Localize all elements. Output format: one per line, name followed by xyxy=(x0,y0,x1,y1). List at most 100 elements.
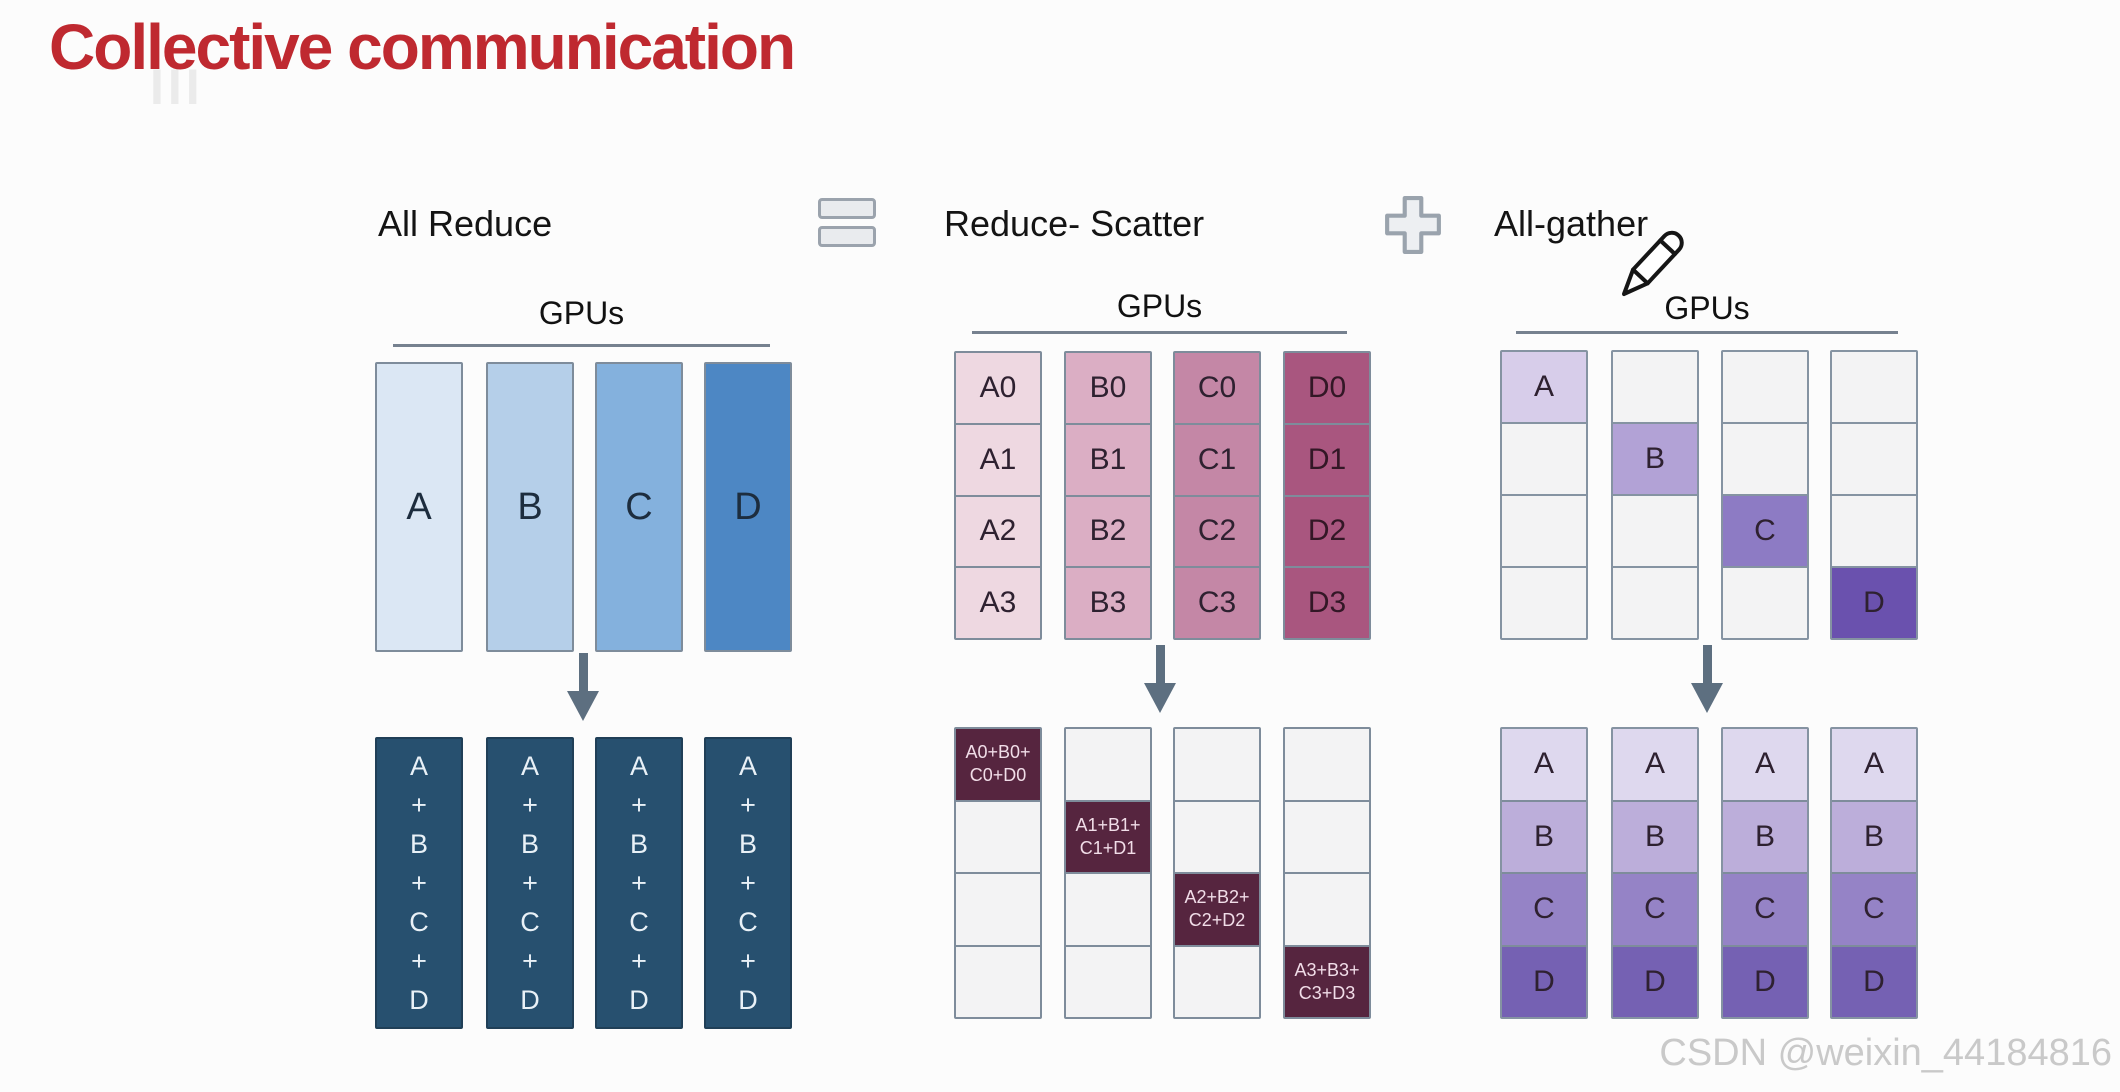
allreduce-gpu-c: C xyxy=(595,362,683,652)
grid-cell: B xyxy=(1723,799,1807,872)
grid-cell: D0 xyxy=(1307,370,1347,404)
grid-cell: C xyxy=(1613,872,1697,945)
empty-cell xyxy=(1175,729,1259,800)
reducescatter-col-d: D0 D1 D2 D3 xyxy=(1283,351,1371,640)
grid-cell: A xyxy=(1502,352,1586,422)
reducescatter-result-col0: A0+B0+ C0+D0 xyxy=(954,727,1042,1019)
equals-bar-top xyxy=(818,198,876,219)
empty-cell xyxy=(1175,799,1259,872)
empty-cell xyxy=(1723,566,1807,638)
empty-cell xyxy=(956,944,1040,1017)
reducescatter-col-c: C0 C1 C2 C3 xyxy=(1173,351,1261,640)
allreduce-sum-gpu3: A + B + C + D xyxy=(704,737,792,1029)
allreduce-gpu-d: D xyxy=(704,362,792,652)
grid-cell: D xyxy=(1832,566,1916,638)
grid-cell: C3 xyxy=(1175,566,1259,638)
allgather-bottom-col3: A B C D xyxy=(1830,727,1918,1019)
grid-cell: B xyxy=(1613,422,1697,494)
result-cell: A0+B0+ C0+D0 xyxy=(956,729,1040,800)
allreduce-sum-gpu1: A + B + C + D xyxy=(486,737,574,1029)
grid-cell: A xyxy=(1832,729,1916,800)
page-title: Collective communication xyxy=(49,11,796,83)
allgather-top-col1: B xyxy=(1611,350,1699,640)
grid-cell: C1 xyxy=(1175,422,1259,495)
gpus-header-allgather: GPUs xyxy=(1664,290,1750,326)
empty-cell xyxy=(1723,422,1807,494)
down-arrow-icon xyxy=(567,653,599,721)
empty-cell xyxy=(1066,944,1150,1017)
empty-cell xyxy=(1285,872,1369,945)
empty-cell xyxy=(1832,352,1916,422)
empty-cell xyxy=(1613,494,1697,566)
empty-cell xyxy=(1502,566,1586,638)
grid-cell: A xyxy=(1723,729,1807,800)
result-cell: A3+B3+ C3+D3 xyxy=(1285,944,1369,1017)
down-arrow-icon xyxy=(1144,645,1176,713)
allreduce-sum-gpu0: A + B + C + D xyxy=(375,737,463,1029)
empty-cell xyxy=(1285,799,1369,872)
grid-cell: D xyxy=(1723,944,1807,1017)
result-cell: A2+B2+ C2+D2 xyxy=(1175,872,1259,945)
empty-cell xyxy=(1175,944,1259,1017)
result-cell: A1+B1+ C1+D1 xyxy=(1066,799,1150,872)
down-arrow-icon xyxy=(1691,645,1723,713)
empty-cell xyxy=(1723,352,1807,422)
grid-cell: A xyxy=(1502,729,1586,800)
allgather-top-col3: D xyxy=(1830,350,1918,640)
empty-cell xyxy=(1832,422,1916,494)
allreduce-sum-gpu2: A + B + C + D xyxy=(595,737,683,1029)
grid-cell: C xyxy=(1832,872,1916,945)
grid-cell: D2 xyxy=(1285,494,1369,567)
equals-bar-bottom xyxy=(818,226,876,247)
gpus-underline-reducescatter xyxy=(972,331,1347,334)
allgather-bottom-col1: A B C D xyxy=(1611,727,1699,1019)
empty-cell xyxy=(956,872,1040,945)
grid-cell: A1 xyxy=(956,422,1040,495)
grid-cell: B xyxy=(1613,799,1697,872)
all-gather-label: All-gather xyxy=(1494,203,1649,244)
empty-cell xyxy=(1066,729,1150,800)
empty-cell xyxy=(1285,729,1369,800)
reducescatter-col-a: A0 A1 A2 A3 xyxy=(954,351,1042,640)
grid-cell: C xyxy=(1723,494,1807,566)
gpus-underline-allreduce xyxy=(393,344,770,347)
allreduce-gpu-a: A xyxy=(375,362,463,652)
grid-cell: B0 xyxy=(1089,370,1127,404)
allgather-bottom-col2: A B C D xyxy=(1721,727,1809,1019)
gpus-header-reducescatter: GPUs xyxy=(1116,288,1203,324)
grid-cell: B xyxy=(1832,799,1916,872)
plus-icon xyxy=(1385,196,1441,254)
reducescatter-result-col3: A3+B3+ C3+D3 xyxy=(1283,727,1371,1019)
reducescatter-result-col2: A2+B2+ C2+D2 xyxy=(1173,727,1261,1019)
all-reduce-label: All Reduce xyxy=(378,203,553,244)
pencil-icon xyxy=(1622,230,1684,296)
grid-cell: A2 xyxy=(956,494,1040,567)
grid-cell: B xyxy=(1502,799,1586,872)
grid-cell: D1 xyxy=(1285,422,1369,495)
empty-cell xyxy=(956,799,1040,872)
grid-cell: A3 xyxy=(956,566,1040,638)
grid-cell: B3 xyxy=(1066,566,1150,638)
grid-cell: A xyxy=(1613,729,1697,800)
grid-cell: C0 xyxy=(1197,370,1237,404)
empty-cell xyxy=(1613,352,1697,422)
grid-cell: C2 xyxy=(1175,494,1259,567)
empty-cell xyxy=(1613,566,1697,638)
equals-icon xyxy=(818,198,876,247)
allreduce-gpu-b: B xyxy=(486,362,574,652)
allgather-top-col0: A xyxy=(1500,350,1588,640)
grid-cell: B2 xyxy=(1066,494,1150,567)
grid-cell: A0 xyxy=(979,370,1017,404)
empty-cell xyxy=(1502,422,1586,494)
grid-cell: D xyxy=(1832,944,1916,1017)
gpus-underline-allgather xyxy=(1516,331,1898,334)
empty-cell xyxy=(1832,494,1916,566)
reduce-scatter-label: Reduce- Scatter xyxy=(944,203,1205,244)
empty-cell xyxy=(1066,872,1150,945)
gpus-header-allreduce: GPUs xyxy=(538,295,625,331)
reducescatter-result-col1: A1+B1+ C1+D1 xyxy=(1064,727,1152,1019)
watermark: CSDN @weixin_44184816 xyxy=(1659,1032,2112,1074)
reducescatter-col-b: B0 B1 B2 B3 xyxy=(1064,351,1152,640)
grid-cell: D3 xyxy=(1285,566,1369,638)
